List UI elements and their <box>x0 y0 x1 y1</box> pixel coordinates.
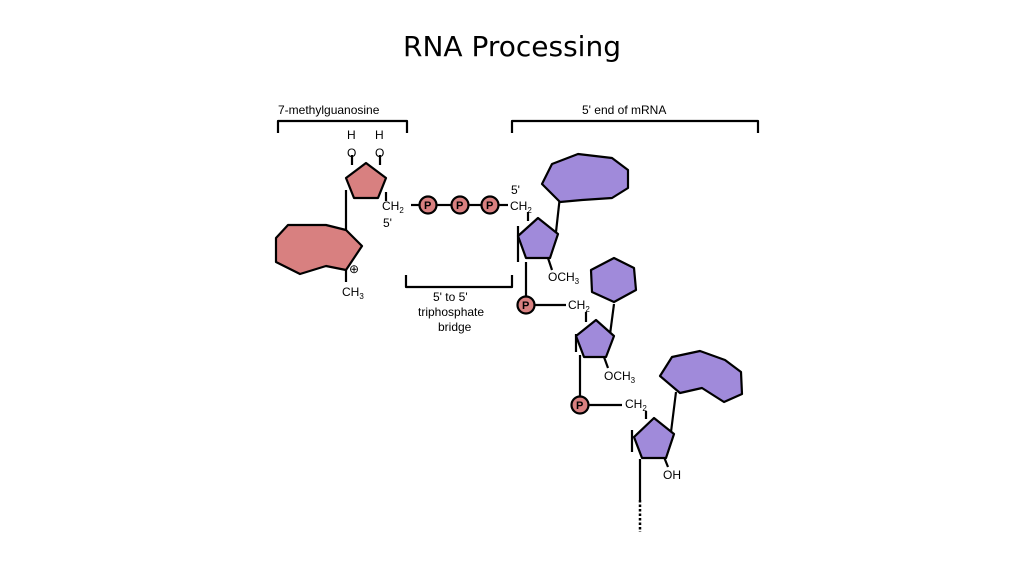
cap-hydroxyl-o2: O <box>375 146 384 160</box>
bridge-label-line2: triphosphate <box>418 305 484 319</box>
mrna-ch2-label-2: CH2 <box>568 298 590 314</box>
phosphate-circle-2 <box>450 195 470 215</box>
mrna-end-label: 5' end of mRNA <box>582 103 666 117</box>
cap-hydroxyl-o1: O <box>347 146 356 160</box>
cap-bracket <box>276 119 409 133</box>
base-ring-3 <box>658 349 744 404</box>
positive-charge-icon: ⊕ <box>349 262 359 276</box>
sugar-pentagon-2 <box>574 318 616 359</box>
mrna-ch2-label-1: CH2 <box>510 199 532 215</box>
phosphate-circle-5 <box>570 395 590 415</box>
base-ring-2 <box>589 256 638 304</box>
cap-label: 7-methylguanosine <box>278 103 380 117</box>
phosphate-label-1: P <box>424 200 431 212</box>
cap-ribose-pentagon <box>344 161 388 200</box>
sugar-pentagon-3 <box>632 416 676 460</box>
bridge-label-line3: bridge <box>438 320 472 334</box>
slide-title: RNA Processing <box>403 30 621 63</box>
och3-label-1: OCH3 <box>548 270 580 286</box>
mrna-5prime-label: 5' <box>511 183 520 197</box>
mrna-bracket <box>510 119 760 133</box>
phosphate-label-3: P <box>486 200 493 212</box>
bridge-bracket <box>404 275 514 289</box>
cap-methyl-label: CH3 <box>342 285 364 301</box>
cap-ch2-label: CH2 <box>382 199 404 215</box>
phosphate-circle-4 <box>516 295 536 315</box>
hydroxyl-label: OH <box>663 468 681 482</box>
mrna-ch2-label-3: CH2 <box>625 397 647 413</box>
bridge-label-line1: 5' to 5' <box>433 290 468 304</box>
phosphate-circle-1 <box>418 195 438 215</box>
och3-label-2: OCH3 <box>604 369 636 385</box>
cap-hydroxyl-h2: H <box>375 128 384 142</box>
cap-5prime-label: 5' <box>383 216 392 230</box>
phosphate-label-4: P <box>522 300 529 312</box>
phosphate-label-5: P <box>576 400 583 412</box>
cap-hydroxyl-h1: H <box>347 128 356 142</box>
cap-base-ring <box>274 223 364 276</box>
sugar-pentagon-1 <box>516 216 560 260</box>
phosphate-circle-3 <box>480 195 500 215</box>
base-ring-1 <box>540 152 630 204</box>
phosphate-label-2: P <box>456 200 463 212</box>
